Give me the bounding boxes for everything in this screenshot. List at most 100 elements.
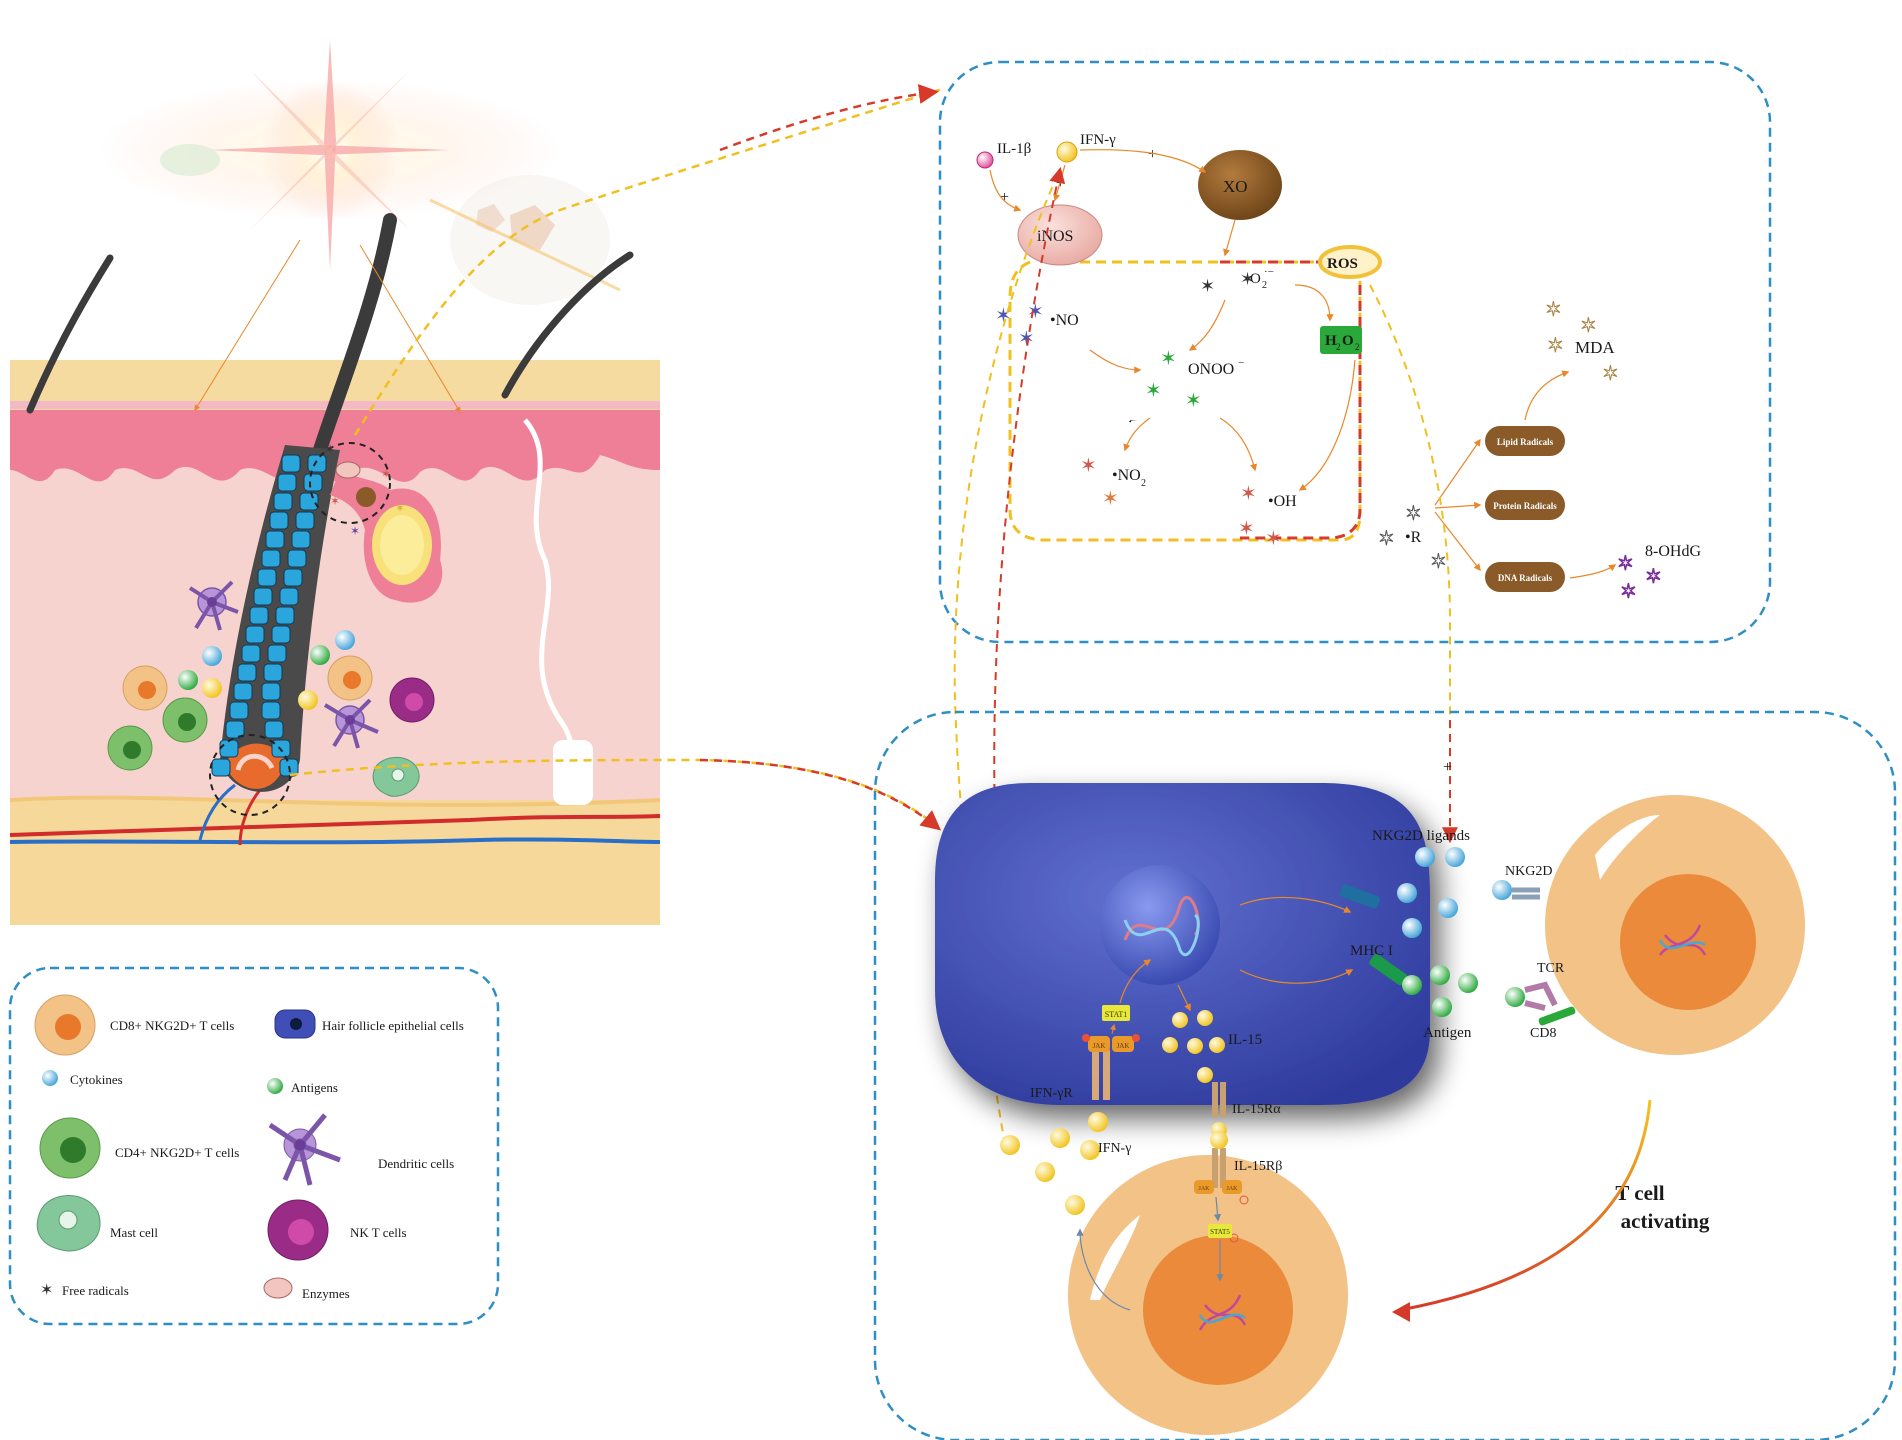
no2-star: ✶ [1080,455,1097,477]
legend-free-radicals-icon: ✶ [40,1282,53,1299]
ros-panel-border [938,60,1772,644]
ifng-label: IFN-γ [1080,132,1116,148]
legend-mast-label: Mast cell [110,1225,158,1240]
o2-label: O [1250,271,1261,287]
stat5-label: STAT5 [1210,1228,1230,1236]
mda-star: ✶ [1545,299,1562,321]
h2o2-sub2: 2 [1355,342,1360,352]
legend-antigens-label: Antigens [291,1080,338,1095]
il15-label: IL-15 [1228,1032,1262,1048]
mda-star: ✶ [1602,363,1619,385]
r-star: ✶ [1430,551,1447,573]
onoo-star: ✶ [1145,380,1162,402]
sun-burst [100,40,621,305]
cell-panel-border [873,710,1897,1440]
svg-text:✶: ✶ [325,442,335,456]
lipid-radicals-pill [1485,426,1565,456]
onoo-star: ✶ [1160,348,1177,370]
o2-star: ✶ [1240,269,1255,289]
t-cell-activating-line2: activating [1621,1209,1710,1233]
ohdg-star: ✶ [1620,581,1637,603]
nkg2d-label: NKG2D [1505,864,1552,879]
no-star: ✶ [1027,301,1044,323]
plus-il1b-inos: + [1000,189,1009,206]
cd8-t-cell-nucleus [1620,874,1756,1010]
antigen-label: Antigen [1423,1025,1472,1041]
ohdg-label: 8-OHdG [1645,543,1701,560]
legend-nkt-label: NK T cells [350,1225,407,1240]
plus-ros-nkg2d: + [1443,759,1452,776]
xo-node [1198,150,1282,220]
svg-text:✶: ✶ [330,494,340,508]
jak1-badge [1088,1036,1110,1052]
follicle-cells [211,454,327,777]
legend-box: CD8+ NKG2D+ T cells Hair follicle epithe… [8,966,500,1326]
legend-follicle-label: Hair follicle epithelial cells [322,1018,464,1033]
jak-il15-1-label: JAK [1198,1186,1210,1192]
legend-cytokines-label: Cytokines [70,1072,123,1087]
no-star: ✶ [1018,328,1035,350]
legend-dendritic-label: Dendritic cells [378,1156,454,1171]
nkg2d-ligand-receptor [1339,884,1381,909]
oh-star: ✶ [1240,483,1257,505]
legend-cd4-label: CD4+ NKG2D+ T cells [115,1145,239,1160]
legend-enzyme-icon [263,1277,293,1299]
svg-text:✶: ✶ [381,467,391,481]
ros-node [1318,245,1382,279]
mhc-antigen-ball [1402,975,1422,995]
il1b-label: IL-1β [997,141,1031,157]
no2-star: ✶ [1102,488,1119,510]
onoo-star: ✶ [1185,390,1202,412]
legend-cd8-label: CD8+ NKG2D+ T cells [110,1018,234,1033]
lipid-radicals-label: Lipid Radicals [1497,437,1554,447]
jak2-label: JAK [1117,1042,1130,1050]
h2o2-badge [1320,326,1362,354]
h2o2-sub1: 2 [1336,342,1341,352]
r-star: ✶ [1405,503,1422,525]
ifng-ball [1056,141,1078,163]
jak-il15-2 [1222,1180,1242,1194]
ohdg-star: ✶ [1617,553,1634,575]
protein-radicals-label: Protein Radicals [1493,501,1557,511]
no-label: •NO [1050,312,1079,329]
oh-star: ✶ [1238,518,1255,540]
o2-sub: 2 [1262,280,1267,291]
no2-label: •NO [1112,467,1141,484]
ros-label: ROS [1327,256,1358,272]
il15ra-label: IL-15Rα [1232,1102,1281,1117]
dna-radicals-pill [1485,562,1565,592]
il15rb-label: IL-15Rβ [1234,1159,1282,1174]
stat5-badge [1208,1224,1232,1238]
mda-star: ✶ [1547,335,1564,357]
ifng-cell-label: IFN-γ [1098,1141,1131,1156]
mhc-label: MHC I [1350,943,1393,959]
cd8-label: CD8 [1530,1026,1556,1041]
o2-star: ✶ [1200,276,1215,296]
stat1-badge [1102,1005,1130,1021]
mhc-receptor [1369,953,1408,986]
il1b-ball [976,151,994,169]
oh-label: •OH [1268,493,1297,510]
stat1-label: STAT1 [1105,1010,1127,1019]
ros-panel: IL-1β IFN-γ XO iNOS ROS + + + ✶ ✶ O [938,60,1772,644]
onoo-label: ONOO [1188,361,1234,378]
skin-illustration: ✶ ✶ ✶ ✶ ✶ [9,40,661,925]
bottom-t-cell-nucleus [1143,1235,1293,1385]
cell-panel: MHC I NKG2D ligands Antigen IL-15 IL-15R… [873,710,1897,1440]
r-label: •R [1405,529,1422,546]
legend-antigen-icon [267,1078,283,1094]
xo-label: XO [1223,177,1248,196]
oh-star: ✶ [1265,528,1282,550]
inos-label: iNOS [1037,228,1073,245]
dermis-cells: ✶ ✶ ✶ ✶ ✶ [107,442,435,797]
cell-nucleus [1100,865,1220,985]
o2-sup: ·− [1264,266,1274,278]
svg-text:✶: ✶ [395,501,405,515]
nkg2d-ligands-label: NKG2D ligands [1372,828,1470,844]
legend-free-radicals-label: Free radicals [62,1283,129,1298]
legend-dendritic-icon [268,1113,341,1186]
dna-radicals-label: DNA Radicals [1498,573,1553,583]
ohdg-star: ✶ [1645,566,1662,588]
mda-star: ✶ [1580,315,1597,337]
